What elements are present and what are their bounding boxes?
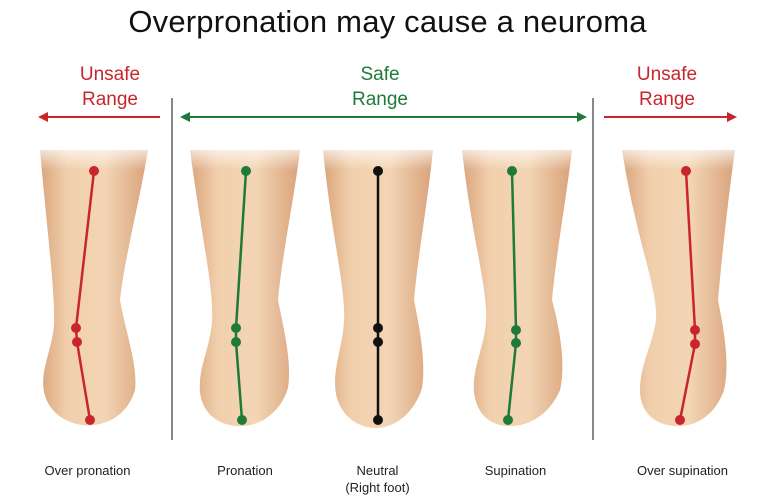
- alignment-line-pronation: [231, 166, 251, 425]
- caption-neutral-label: Neutral: [356, 463, 399, 478]
- caption-over-supination: Over supination: [620, 462, 745, 479]
- caption-pronation-label: Pronation: [217, 463, 273, 478]
- unsafe-range-left-label: Unsafe Range: [55, 62, 165, 112]
- range-left-line2: Range: [82, 89, 138, 110]
- range-mid-line1: Safe: [360, 64, 400, 85]
- alignment-line-supination: [503, 166, 521, 425]
- caption-pronation: Pronation: [190, 462, 300, 479]
- range-mid-line2: Range: [352, 89, 408, 110]
- foot-pronation: [180, 140, 310, 427]
- range-right-line2: Range: [639, 89, 695, 110]
- page-title: Overpronation may cause a neuroma: [128, 4, 647, 39]
- safe-range-label: Safe Range: [320, 62, 440, 112]
- caption-supination-label: Supination: [484, 463, 547, 478]
- caption-over-pronation: Over pronation: [20, 462, 155, 479]
- caption-supination: Supination: [458, 462, 573, 479]
- unsafe-range-right-label: Unsafe Range: [612, 62, 722, 112]
- foot-over-supination: [612, 140, 747, 427]
- foot-over-pronation: [30, 140, 160, 426]
- caption-neutral: Neutral (Right foot): [320, 462, 435, 496]
- caption-neutral-sublabel: (Right foot): [345, 480, 410, 495]
- caption-over-supination-label: Over supination: [636, 463, 729, 478]
- range-left-line1: Unsafe: [79, 64, 141, 85]
- foot-neutral: [313, 140, 443, 428]
- foot-supination: [452, 140, 582, 427]
- alignment-line-over-supination: [675, 166, 700, 425]
- alignment-line-over-pronation: [71, 166, 99, 425]
- alignment-line-neutral: [373, 166, 383, 425]
- caption-over-pronation-label: Over pronation: [44, 463, 131, 478]
- range-right-line1: Unsafe: [636, 64, 698, 85]
